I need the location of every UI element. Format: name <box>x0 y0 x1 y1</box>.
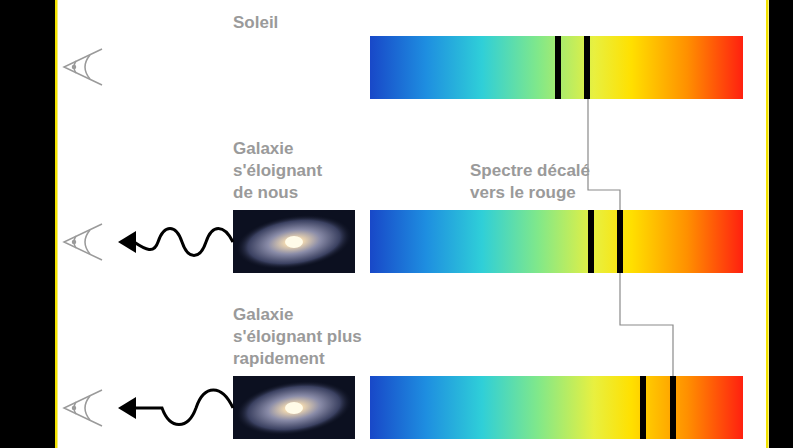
eye-icon <box>64 49 102 85</box>
panel-border <box>766 0 769 448</box>
object-label: Galaxie s'éloignant plus rapidement <box>233 304 385 370</box>
shift-guide <box>588 99 673 376</box>
light-wave <box>134 229 233 425</box>
spectrum-caption: Spectre décalé vers le rouge <box>470 160 620 204</box>
panel <box>55 0 769 448</box>
arrow-head <box>118 397 136 419</box>
spectrum <box>370 36 743 99</box>
spectrum <box>370 210 743 273</box>
galaxy-image <box>233 374 355 442</box>
object-label: Soleil <box>233 12 353 34</box>
arrow-head <box>118 231 136 253</box>
eye-icon <box>64 224 102 260</box>
panel-border <box>55 0 58 448</box>
spectrum <box>370 376 743 439</box>
eye-icon <box>64 390 102 426</box>
object-label: Galaxie s'éloignant de nous <box>233 138 345 204</box>
galaxy-image <box>233 208 355 276</box>
